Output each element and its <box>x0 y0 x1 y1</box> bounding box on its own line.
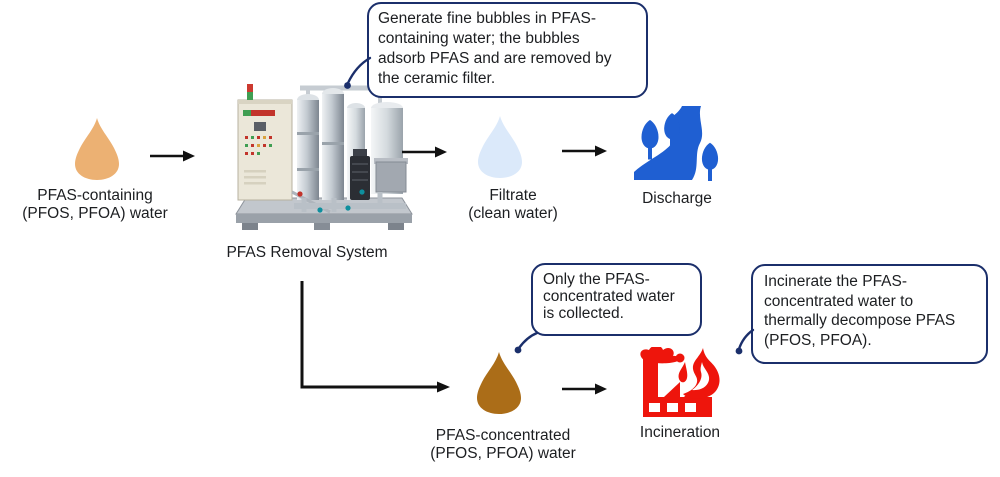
label-line: Filtrate <box>489 187 537 204</box>
label-line: (PFOS, PFOA) water <box>430 444 576 462</box>
callout-fine-bubbles: Generate fine bubbles in PFAS- containin… <box>367 2 648 98</box>
connector-system-to-concentrate <box>300 281 450 393</box>
tree-icon <box>641 120 659 160</box>
arrow-filtrate-to-discharge <box>562 145 607 157</box>
discharge-label: Discharge <box>597 190 757 208</box>
callout-line: thermally decompose PFAS <box>764 312 956 329</box>
arrow-concentrate-to-incineration <box>562 383 607 395</box>
callout-line: (PFOS, PFOA). <box>764 331 872 349</box>
arrow-system-to-filtrate <box>402 146 447 158</box>
callout-line: Generate fine bubbles in PFAS- <box>378 10 596 27</box>
pfas-removal-system-label: PFAS Removal System <box>212 244 402 262</box>
arrow-source-to-system <box>150 150 195 162</box>
callout-collected: Only the PFAS- concentrated water is col… <box>531 263 702 336</box>
river-with-trees-icon <box>634 106 719 181</box>
callout-incinerate: Incinerate the PFAS- concentrated water … <box>751 264 988 364</box>
pfas-containing-water-drop-icon <box>75 118 119 180</box>
label-line: Discharge <box>642 190 712 207</box>
label-line: PFAS-containing <box>37 187 153 204</box>
callout-line: Incinerate the PFAS- <box>764 273 908 290</box>
callout-line: containing water; the bubbles <box>378 30 580 47</box>
label-line: PFAS Removal System <box>226 244 388 261</box>
callout-line: Only the PFAS- <box>543 271 650 288</box>
pfas-concentrated-water-drop-icon <box>477 352 521 414</box>
incineration-label: Incineration <box>600 424 760 442</box>
callout-line: is collected. <box>543 305 624 322</box>
flame-icon <box>678 348 720 399</box>
callout-incinerate-tail <box>735 328 755 355</box>
label-line: PFAS-concentrated <box>435 427 571 444</box>
tree-icon <box>701 142 719 181</box>
callout-line: adsorb PFAS and are removed by <box>378 50 612 67</box>
label-line: Incineration <box>639 424 721 441</box>
filtrate-label: Filtrate (clean water) <box>423 187 603 222</box>
callout-line: the ceramic filter. <box>378 70 496 87</box>
filtrate-water-drop-icon <box>478 116 522 178</box>
label-line: (PFOS, PFOA) water <box>22 204 168 222</box>
callout-fine-bubbles-tail <box>344 56 372 89</box>
tree-icon <box>664 113 680 149</box>
label-line: (clean water) <box>468 204 558 222</box>
pfas-containing-water-label: PFAS-containing (PFOS, PFOA) water <box>3 187 187 222</box>
burning-factory-icon <box>640 347 720 417</box>
callout-line: concentrated water to <box>764 292 914 310</box>
callout-line: concentrated water <box>543 288 675 305</box>
callout-collected-tail <box>514 331 539 354</box>
pfas-concentrated-water-label: PFAS-concentrated (PFOS, PFOA) water <box>411 427 595 462</box>
